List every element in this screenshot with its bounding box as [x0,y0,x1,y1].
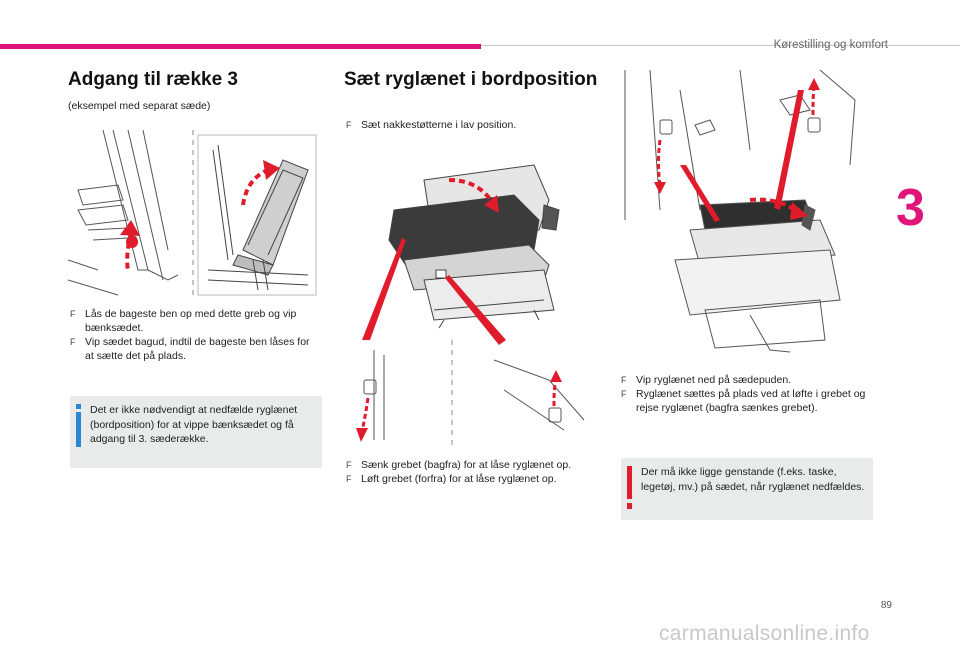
illustration-seat-levers [344,150,604,445]
page-number: 89 [880,600,892,611]
instruction-text: Sæt nakkestøtterne i lav position. [361,119,517,131]
bullet-marker: F [346,120,352,130]
warning-note-text: Der må ikke ligge genstande (f.eks. task… [641,466,865,493]
instruction-item: F Ryglænet sættes på plads ved at løfte … [621,387,876,431]
illustration-seat-tilt [67,129,318,300]
bullet-marker: F [621,389,627,399]
info-note-text: Det er ikke nødvendigt at nedfælde ryglæ… [90,404,298,445]
instruction-text: Vip sædet bagud, indtil de bageste ben l… [85,336,310,362]
chapter-title: Kørestilling og komfort [773,39,888,51]
instruction-text: Sænk grebet (bagfra) for at låse ryglæne… [361,459,572,471]
bullet-marker: F [346,474,352,484]
accent-bar [0,44,481,49]
section-heading-table-position: Sæt ryglænet i bordposition [344,69,598,90]
instruction-item: F Sænk grebet (bagfra) for at låse ryglæ… [346,458,606,474]
warning-icon [627,466,632,509]
header-rule [481,45,960,46]
instruction-item: F Vip sædet bagud, indtil de bageste ben… [70,335,320,363]
instruction-text: Vip ryglænet ned på sædepuden. [636,374,792,386]
instruction-item: F Løft grebet (forfra) for at låse ryglæ… [346,472,606,488]
chapter-number: 3 [896,179,925,237]
bullet-marker: F [70,337,76,347]
instruction-item: F Vip ryglænet ned på sædepuden. [621,373,876,389]
watermark: carmanualsonline.info [659,622,870,645]
illustration-backrest-fold [620,69,875,360]
bullet-marker: F [70,309,76,319]
warning-note: Der må ikke ligge genstande (f.eks. task… [621,458,873,520]
instruction-item: F Lås de bageste ben op med dette greb o… [70,307,320,335]
bullet-marker: F [621,375,627,385]
instruction-text: Lås de bageste ben op med dette greb og … [85,308,297,334]
instruction-item: F Sæt nakkestøtterne i lav position. [346,118,606,134]
instruction-text: Løft grebet (forfra) for at låse ryglæne… [361,473,557,485]
info-icon [76,404,81,447]
bullet-marker: F [346,460,352,470]
section-heading-row3: Adgang til række 3 [68,69,238,90]
info-note: Det er ikke nødvendigt at nedfælde ryglæ… [70,396,322,468]
instruction-text: Ryglænet sættes på plads ved at løfte i … [636,388,866,414]
subtitle: (eksempel med separat sæde) [68,100,211,112]
